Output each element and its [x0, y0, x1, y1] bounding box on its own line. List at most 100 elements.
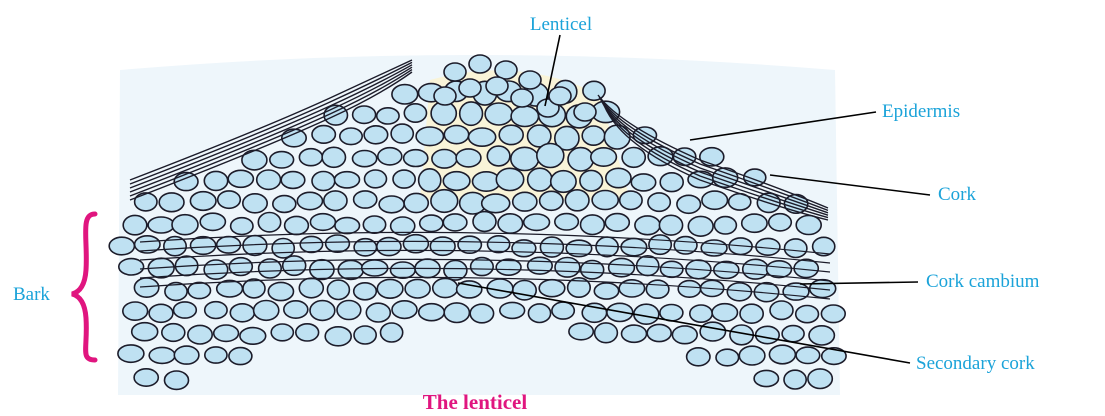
tissue-cell — [242, 150, 267, 170]
tissue-cell — [281, 172, 305, 189]
figure-caption: The lenticel — [423, 390, 528, 414]
tissue-cell — [537, 144, 564, 168]
tissue-cell — [312, 172, 335, 191]
tissue-cell — [482, 194, 510, 213]
tissue-cell — [379, 196, 404, 213]
tissue-cell — [456, 149, 481, 167]
tissue-cell — [257, 170, 281, 189]
tissue-cell — [631, 174, 655, 191]
tissue-cell — [340, 128, 362, 145]
tissue-cell — [310, 214, 335, 231]
tissue-cell — [419, 304, 445, 321]
tissue-cell — [135, 193, 157, 211]
tissue-cell — [353, 106, 376, 123]
tissue-cell — [712, 304, 737, 322]
tissue-cell — [200, 213, 225, 230]
tissue-cell — [174, 346, 199, 364]
tissue-cell — [327, 280, 349, 299]
tissue-cell — [594, 283, 618, 299]
tissue-cell — [595, 323, 618, 343]
tissue-cell — [322, 147, 345, 167]
tissue-cell — [660, 305, 683, 321]
tissue-cell — [678, 281, 700, 298]
tissue-cell — [431, 190, 458, 213]
epidermis-label: Epidermis — [882, 101, 960, 122]
tissue-cell — [592, 191, 618, 210]
lenticel-cell — [549, 87, 571, 105]
tissue-cell — [498, 214, 523, 233]
tissue-cell — [284, 301, 308, 318]
tissue-cell — [659, 215, 682, 235]
tissue-cell — [377, 108, 399, 124]
tissue-cell — [756, 326, 780, 343]
tissue-cell — [172, 215, 198, 235]
tissue-cell — [312, 126, 335, 144]
tissue-cell — [190, 192, 216, 211]
tissue-cell — [310, 301, 335, 321]
tissue-cell — [149, 304, 173, 322]
lenticel-cell — [459, 79, 481, 97]
tissue-cell — [583, 81, 605, 100]
tissue-cell — [740, 304, 763, 323]
tissue-cell — [231, 218, 253, 235]
tissue-cell — [218, 191, 241, 208]
tissue-cell — [649, 235, 671, 254]
tissue-cell — [443, 214, 467, 231]
tissue-cell — [606, 168, 631, 187]
tissue-cell — [444, 303, 469, 323]
tissue-cell — [511, 106, 538, 126]
tissue-cell — [188, 282, 210, 298]
tissue-cell — [365, 170, 387, 188]
tissue-cell — [528, 304, 550, 323]
tissue-cell — [283, 256, 306, 275]
tissue-cell — [271, 324, 293, 341]
tissue-cell — [392, 301, 417, 319]
tissue-cell — [337, 301, 361, 320]
tissue-cell — [364, 126, 388, 144]
tissue-cell — [754, 370, 778, 386]
tissue-cell — [569, 323, 593, 340]
tissue-cell — [240, 328, 266, 345]
tissue-cell — [568, 148, 593, 171]
cork-label: Cork — [938, 184, 977, 205]
tissue-cell — [473, 212, 496, 232]
cork-cambium-label: Cork cambium — [926, 271, 1040, 292]
tissue-cell — [404, 193, 428, 212]
lenticel-cell — [511, 89, 533, 107]
tissue-cell — [796, 347, 820, 363]
tissue-cell — [622, 148, 645, 168]
tissue-cell — [381, 323, 403, 342]
tissue-cell — [363, 216, 385, 233]
tissue-cell — [393, 170, 415, 188]
tissue-cell — [485, 103, 512, 125]
tissue-cell — [646, 280, 669, 298]
tissue-cell — [469, 128, 496, 146]
tissue-cell — [661, 261, 683, 277]
tissue-cell — [258, 213, 280, 232]
tissue-cell — [488, 236, 510, 253]
tissue-cell — [809, 326, 834, 345]
tissue-cell — [228, 170, 253, 187]
tissue-cell — [420, 215, 443, 231]
tissue-cell — [174, 302, 197, 318]
tissue-cell — [285, 216, 309, 234]
tissue-cell — [742, 214, 767, 232]
tissue-cell — [511, 147, 539, 170]
tissue-cell — [690, 305, 712, 322]
tissue-cell — [123, 215, 147, 234]
tissue-cell — [443, 172, 470, 191]
tissue-cell — [540, 191, 563, 210]
tissue-cell — [487, 146, 510, 166]
tissue-cell — [739, 346, 765, 365]
tissue-cell — [300, 236, 322, 252]
tissue-cell — [377, 279, 403, 298]
bark-label: Bark — [13, 284, 50, 305]
tissue-cell — [581, 215, 605, 235]
lenticel-cell — [444, 63, 466, 81]
tissue-cell — [821, 305, 845, 323]
tissue-cell — [191, 237, 216, 255]
tissue-cell — [660, 173, 683, 192]
tissue-cell — [700, 148, 724, 166]
